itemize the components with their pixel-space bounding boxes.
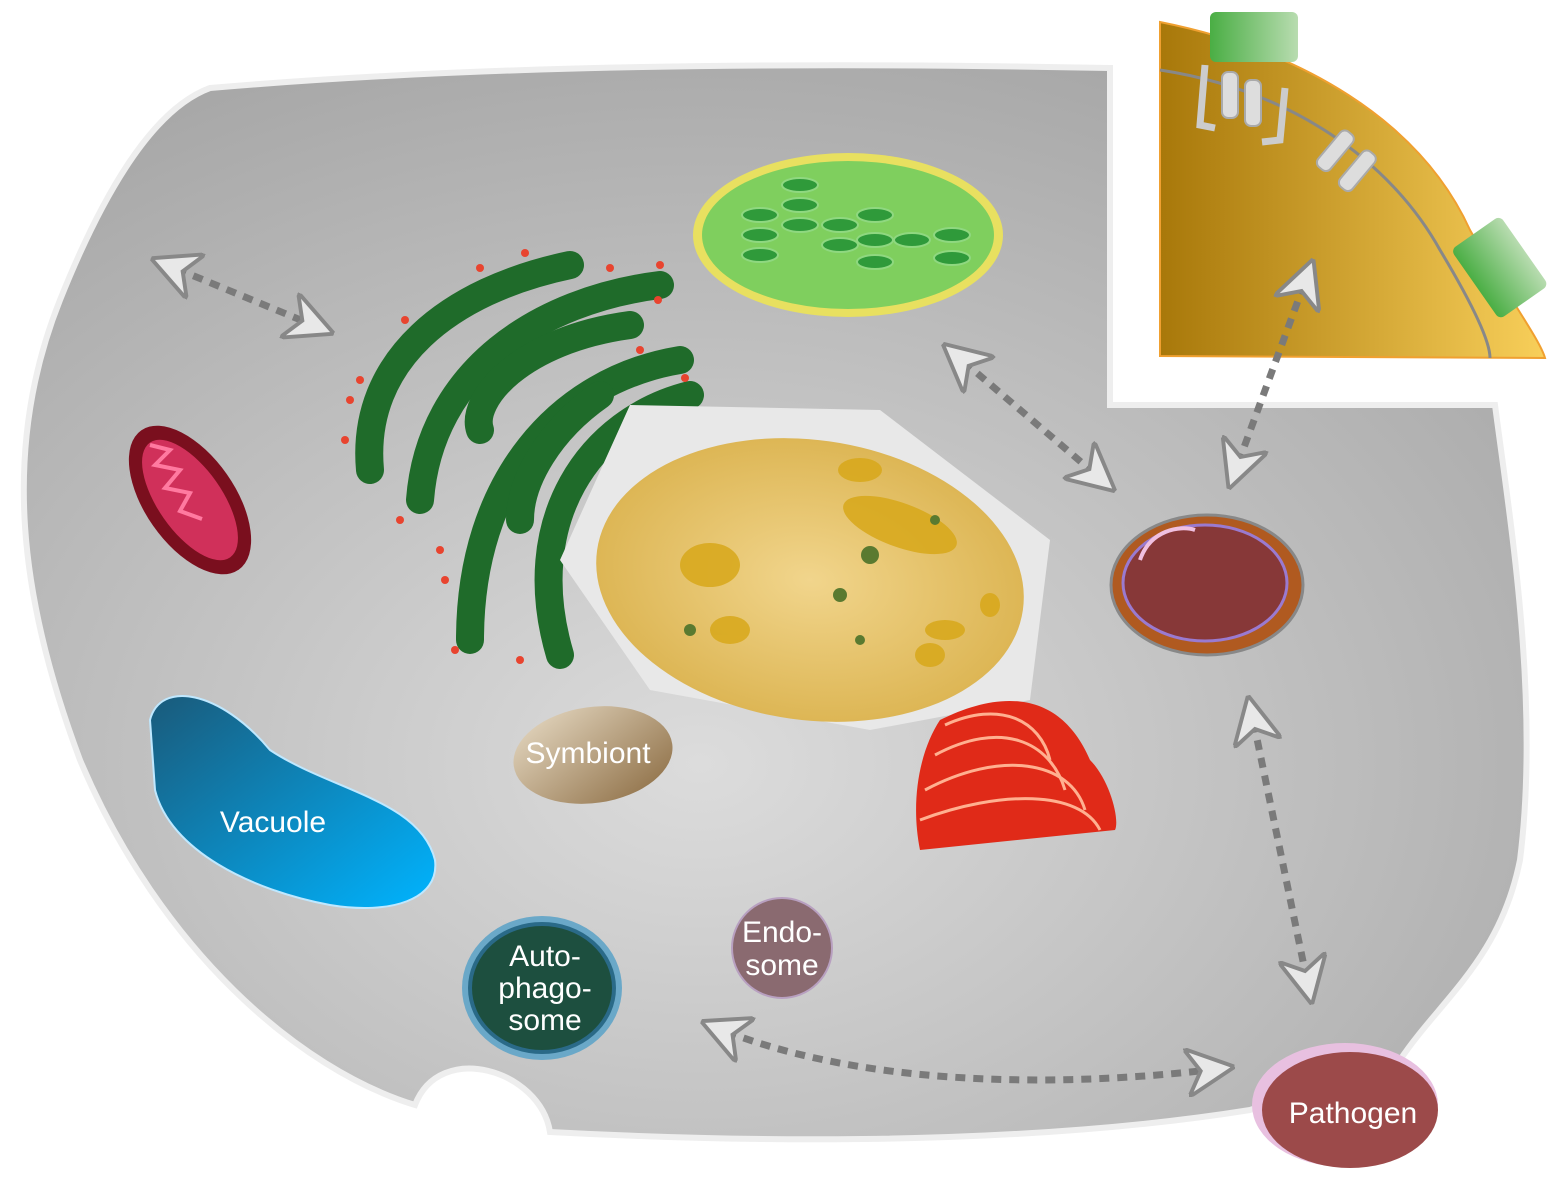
membrane-protein-icon — [1210, 12, 1298, 62]
endosome-label-line-2: some — [745, 949, 818, 982]
golgi-apparatus — [916, 700, 1117, 850]
vacuole: Vacuole — [148, 695, 437, 909]
endosome-label-line-1: Endo- — [742, 916, 822, 949]
membrane-protein-icon — [1453, 217, 1547, 318]
mitochondrion — [128, 425, 252, 575]
autophagosome-label-line-3: some — [508, 1004, 581, 1037]
soup-bowl-image — [560, 405, 1050, 730]
transporter-icon — [1196, 64, 1377, 193]
vacuole-label: Vacuole — [220, 806, 326, 839]
pathogen: Pathogen — [1252, 1043, 1438, 1168]
pathogen-label: Pathogen — [1289, 1097, 1417, 1130]
cell-wall-panel — [1159, 12, 1547, 360]
vesicle — [1109, 513, 1305, 657]
autophagosome: Auto- phago- some — [462, 916, 622, 1060]
symbiont: Symbiont — [513, 706, 673, 804]
symbiont-label: Symbiont — [525, 737, 651, 770]
autophagosome-label-line-1: Auto- — [509, 940, 581, 973]
chloroplast — [693, 153, 1003, 317]
endosome: Endo- some — [731, 897, 833, 999]
autophagosome-label-line-2: phago- — [498, 972, 591, 1005]
interaction-arrows — [160, 262, 1310, 1080]
